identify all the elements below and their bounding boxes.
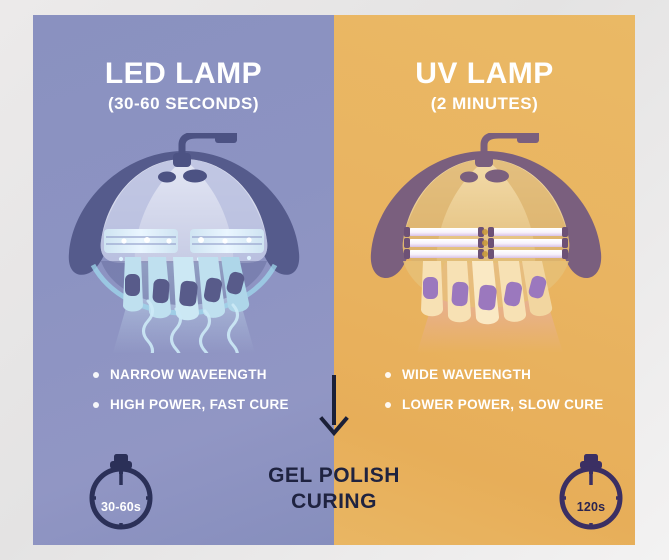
bullet-dot-icon	[385, 401, 391, 408]
stopwatch-icon	[559, 454, 623, 530]
list-item: HIGH POWER, FAST CURE	[93, 397, 289, 412]
led-title: LED LAMP	[104, 57, 263, 90]
led-feature-2: HIGH POWER, FAST CURE	[110, 397, 289, 412]
caption-line-2: CURING	[291, 490, 377, 513]
led-heading: LED LAMP (30-60 SECONDS)	[33, 57, 334, 116]
bullet-dot-icon	[385, 371, 391, 378]
led-nail-lamp-illustration	[49, 128, 319, 393]
uv-timer-badge: 120s	[553, 452, 629, 537]
bullet-dot-icon	[93, 401, 99, 408]
list-item: NARROW WAVEENGTH	[93, 367, 289, 382]
led-timer-label: 30-60s	[100, 500, 142, 514]
uv-title: UV LAMP	[415, 57, 554, 90]
uv-timer-label: 120s	[576, 500, 606, 514]
led-subtitle: (30-60 SECONDS)	[107, 94, 260, 113]
stopwatch-icon	[89, 454, 153, 530]
uv-nail-lamp-illustration	[351, 128, 621, 358]
led-feature-1: NARROW WAVEENGTH	[110, 367, 267, 382]
caption-line-1: GEL POLISH	[268, 464, 400, 487]
down-arrow-icon	[319, 375, 349, 442]
page-title: GEL POLISH CURING	[33, 463, 635, 515]
uv-feature-1: WIDE WAVEENGTH	[402, 367, 532, 382]
uv-feature-2: LOWER POWER, SLOW CURE	[402, 397, 604, 412]
bullet-dot-icon	[93, 371, 99, 378]
infographic-panel: LED LAMP (30-60 SECONDS) UV LAMP (2 MINU…	[33, 15, 635, 545]
uv-subtitle: (2 MINUTES)	[430, 94, 539, 113]
list-item: WIDE WAVEENGTH	[385, 367, 604, 382]
led-feature-list: NARROW WAVEENGTH HIGH POWER, FAST CURE	[93, 367, 289, 427]
uv-heading: UV LAMP (2 MINUTES)	[334, 57, 635, 116]
led-timer-badge: 30-60s	[83, 452, 159, 537]
uv-feature-list: WIDE WAVEENGTH LOWER POWER, SLOW CURE	[385, 367, 604, 427]
list-item: LOWER POWER, SLOW CURE	[385, 397, 604, 412]
